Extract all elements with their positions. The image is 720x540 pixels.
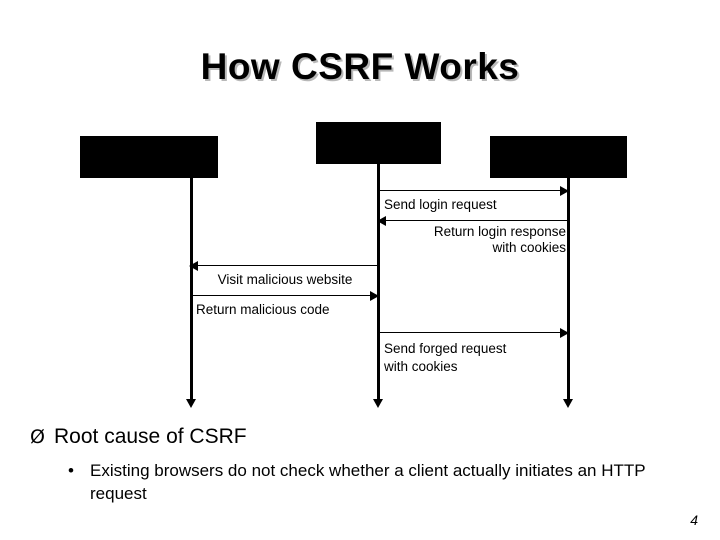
lifeline-arrowhead-actor-1 xyxy=(186,399,196,408)
bullet-arrow-icon: Ø xyxy=(30,426,45,448)
message-label-5-line2: with cookies xyxy=(384,359,458,374)
message-arrowhead-right-1 xyxy=(560,186,569,196)
actor-box-server xyxy=(490,136,627,178)
message-arrowhead-right-4 xyxy=(370,291,379,301)
message-line-5 xyxy=(379,332,567,333)
actor-box-client xyxy=(80,136,218,178)
message-arrowhead-left-2 xyxy=(377,216,386,226)
actor-box-browser xyxy=(316,122,441,164)
message-tick-right-4 xyxy=(377,295,378,323)
message-tick-left-2 xyxy=(379,220,380,262)
lifeline-arrowhead-actor-2 xyxy=(373,399,383,408)
page-title: How CSRF Works xyxy=(200,46,520,87)
message-label-2-line1: Return login response xyxy=(433,224,566,239)
message-line-4 xyxy=(192,295,378,296)
message-tick-left-3 xyxy=(192,265,193,295)
message-arrowhead-right-5 xyxy=(560,328,569,338)
lifeline-arrowhead-actor-3 xyxy=(563,399,573,408)
message-tick-left-5 xyxy=(379,332,380,376)
message-line-2 xyxy=(379,220,567,221)
message-label-2-line2: with cookies xyxy=(492,240,566,255)
lifeline-actor-1 xyxy=(190,178,193,400)
bullet-level1: Ø Root cause of CSRF xyxy=(30,424,247,450)
message-line-3 xyxy=(192,265,378,266)
message-label-3: Visit malicious website xyxy=(217,272,353,287)
bullet-level1-text: Root cause of CSRF xyxy=(54,425,247,448)
message-line-1 xyxy=(379,190,567,191)
lifeline-actor-3 xyxy=(567,178,570,400)
message-label-5-line1: Send forged request xyxy=(384,341,507,356)
bullet-level2: • Existing browsers do not check whether … xyxy=(68,459,680,505)
message-tick-right-2 xyxy=(567,220,568,262)
message-arrowhead-left-3 xyxy=(189,261,198,271)
bullet-level2-text: Existing browsers do not check whether a… xyxy=(90,461,646,503)
message-tick-left-4 xyxy=(192,295,193,323)
bullet-dot-icon: • xyxy=(68,461,74,480)
message-tick-left-1 xyxy=(379,190,380,218)
message-tick-right-1 xyxy=(567,190,568,218)
message-tick-right-3 xyxy=(377,265,378,295)
page-number: 4 xyxy=(690,512,698,528)
message-label-1: Send login request xyxy=(384,197,497,212)
message-label-4: Return malicious code xyxy=(196,302,330,317)
lifeline-actor-2 xyxy=(377,164,380,400)
